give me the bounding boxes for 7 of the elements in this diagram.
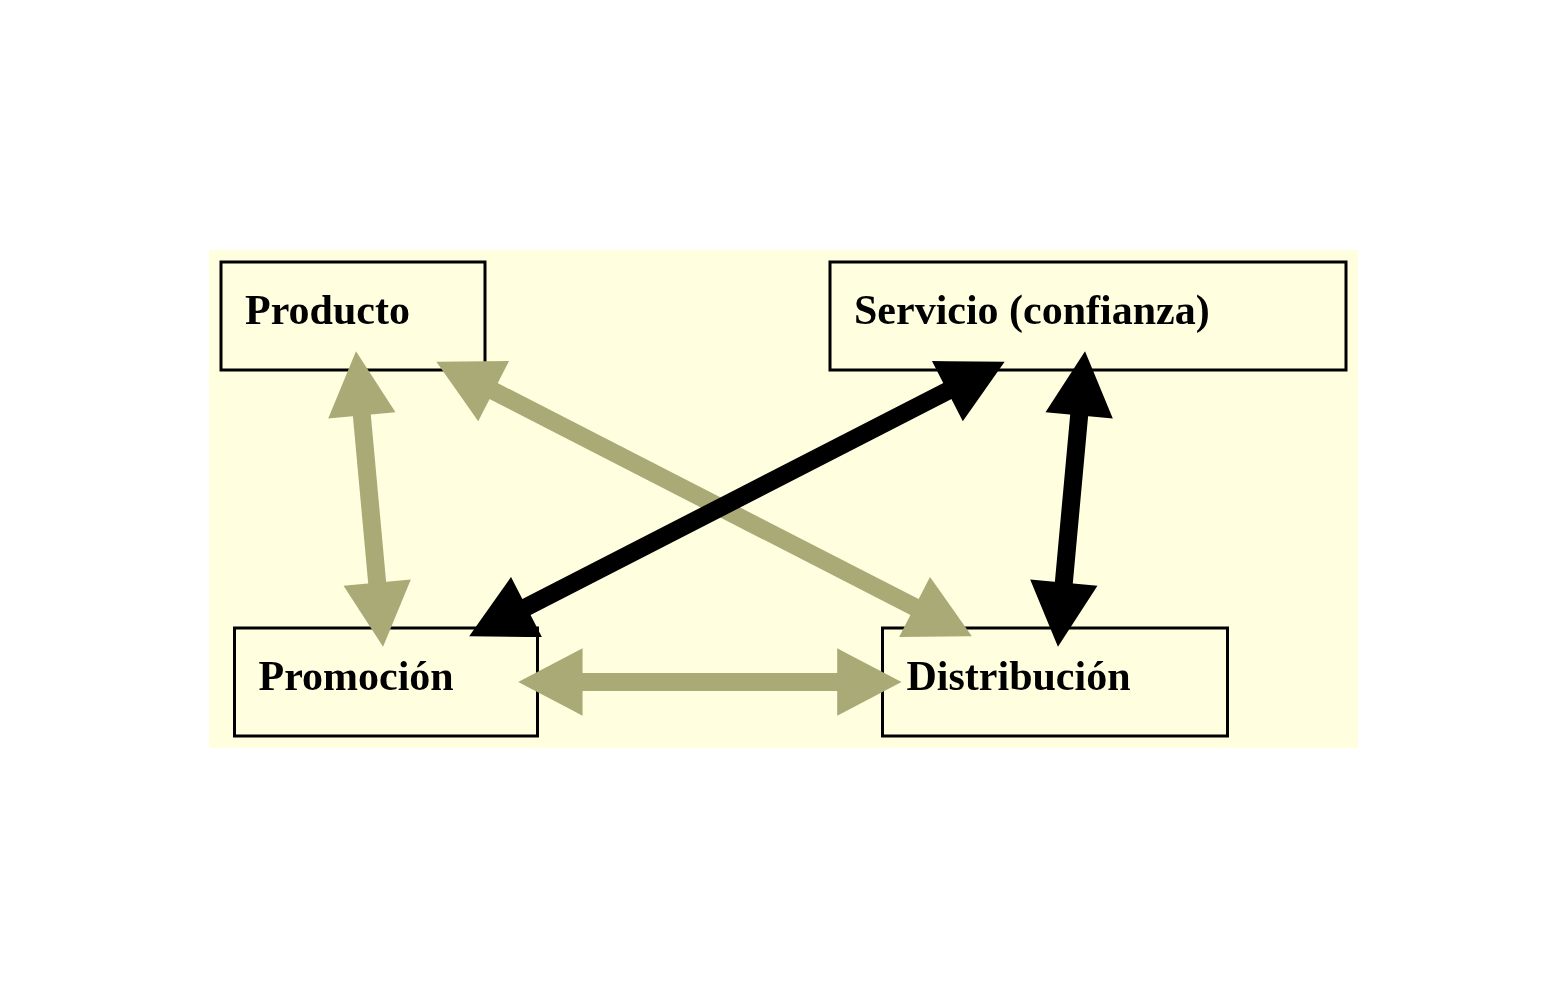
node-box: Distribución (880, 626, 1229, 738)
node-box: Producto (219, 260, 486, 372)
node-box: Promoción (232, 626, 539, 738)
arrow (327, 351, 411, 647)
arrow (1029, 351, 1113, 647)
arrow (517, 648, 902, 716)
node-box: Servicio (confianza) (828, 260, 1347, 372)
